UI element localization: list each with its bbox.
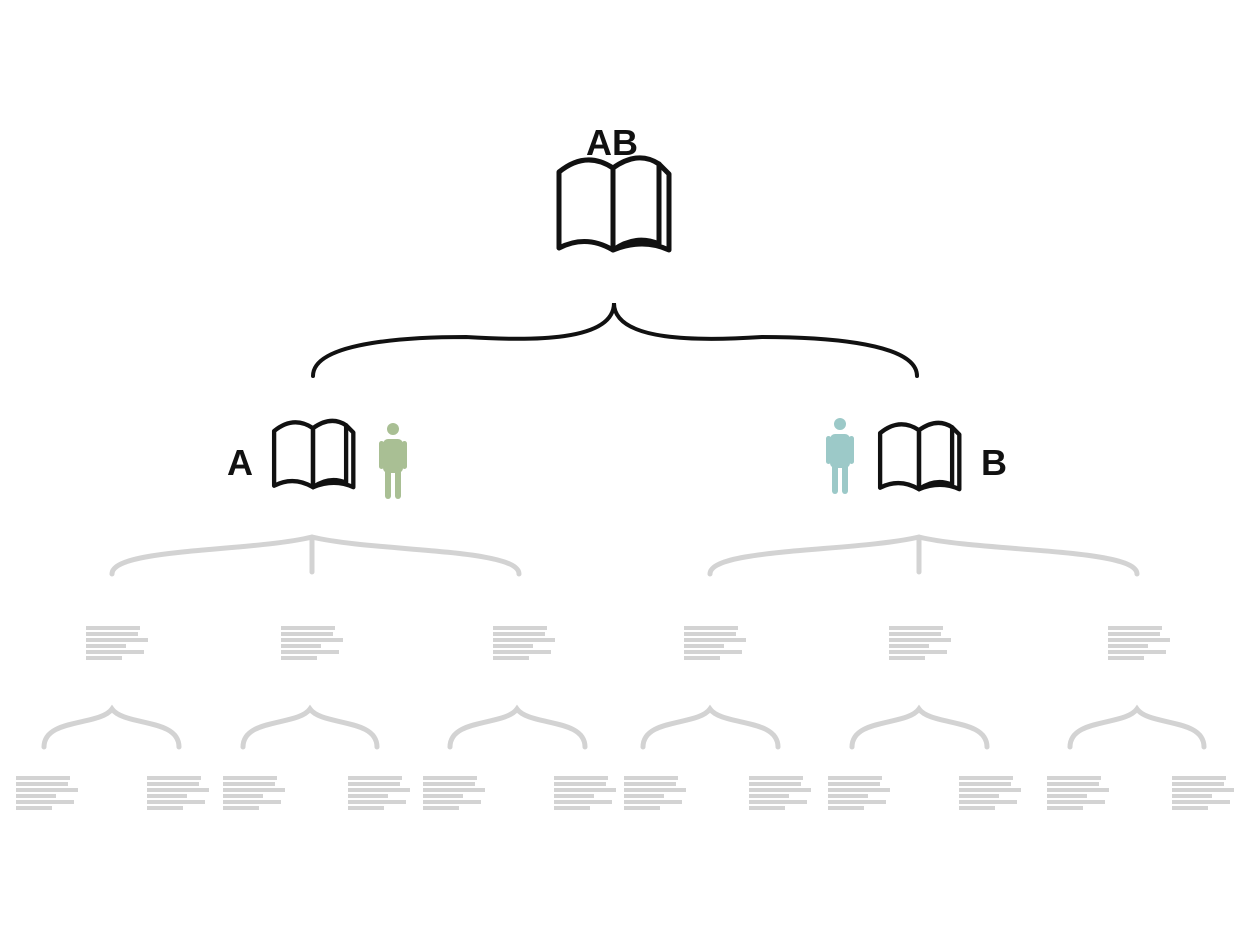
small-brace-4 (640, 704, 781, 750)
small-brace-3 (447, 704, 588, 750)
text-block-3 (491, 626, 557, 660)
leaf-text-10 (957, 776, 1023, 810)
text-block-5 (887, 626, 953, 660)
text-block-6 (1106, 626, 1172, 660)
right-book-icon (880, 423, 959, 489)
root-brace (311, 302, 919, 378)
leaf-text-1 (14, 776, 80, 810)
leaf-text-11 (1045, 776, 1111, 810)
root-label: AB (586, 122, 638, 163)
left-label: A (227, 442, 253, 483)
small-brace-2 (240, 704, 380, 750)
leaf-text-6 (552, 776, 618, 810)
small-brace-6 (1067, 704, 1207, 750)
text-block-4 (682, 626, 748, 660)
leaf-text-8 (747, 776, 813, 810)
leaf-text-9 (826, 776, 892, 810)
right-person-icon (826, 418, 854, 494)
text-block-2 (279, 626, 345, 660)
small-brace-5 (849, 704, 990, 750)
small-brace-1 (41, 704, 182, 750)
text-block-1 (84, 626, 150, 660)
right-brace (707, 534, 1140, 577)
root-book-icon (559, 158, 669, 250)
leaf-text-5 (421, 776, 487, 810)
right-label: B (981, 442, 1007, 483)
left-brace (109, 534, 522, 577)
leaf-text-4 (346, 776, 412, 810)
leaf-text-12 (1170, 776, 1236, 810)
leaf-text-2 (145, 776, 211, 810)
leaf-text-3 (221, 776, 287, 810)
leaf-text-7 (622, 776, 688, 810)
left-book-icon (274, 421, 353, 487)
left-person-icon (379, 423, 407, 499)
